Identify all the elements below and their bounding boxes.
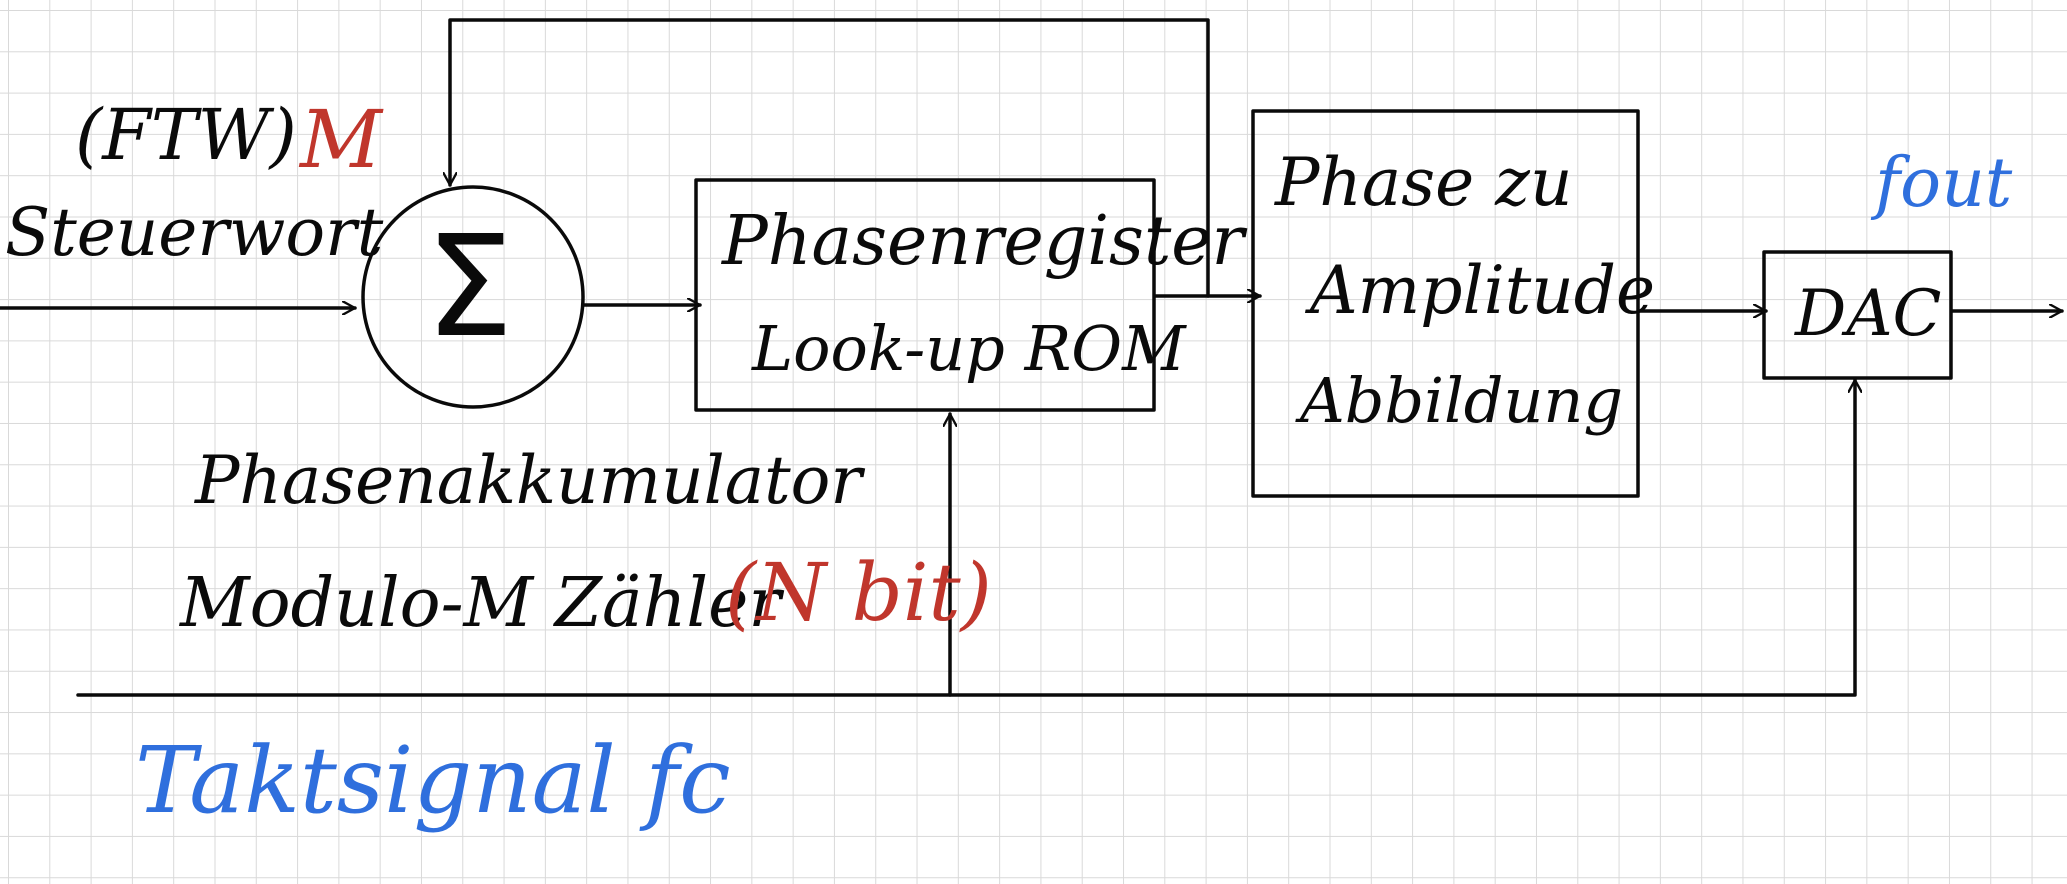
lookup-rom-label: Look-up ROM [752, 312, 1186, 385]
phasenakkumulator-label: Phasenakkumulator [195, 442, 862, 519]
m-label: M [300, 93, 382, 186]
clock-line [76, 378, 1855, 697]
phasenregister-label: Phasenregister [722, 202, 1245, 281]
nbit-label: (N bit) [725, 546, 992, 639]
dac-box [1762, 250, 1953, 380]
ftw-label: (FTW) [75, 94, 297, 176]
taktsignal-label: Taktsignal fc [135, 727, 731, 834]
modulo-zaehler-label: Modulo-M Zähler [180, 564, 781, 643]
amplitude-label: Amplitude [1310, 252, 1656, 329]
phase-zu-label: Phase zu [1275, 144, 1573, 221]
feedback-loop-line [450, 18, 1210, 298]
phase-amplitude-box [1251, 109, 1640, 498]
sigma-symbol: Σ [425, 206, 514, 369]
fout-label: fout [1875, 144, 2013, 223]
summer-circle [361, 185, 585, 409]
dac-label: DAC [1795, 277, 1942, 351]
abbildung-label: Abbildung [1300, 364, 1624, 437]
steuerwort-label: Steuerwort [5, 194, 384, 271]
